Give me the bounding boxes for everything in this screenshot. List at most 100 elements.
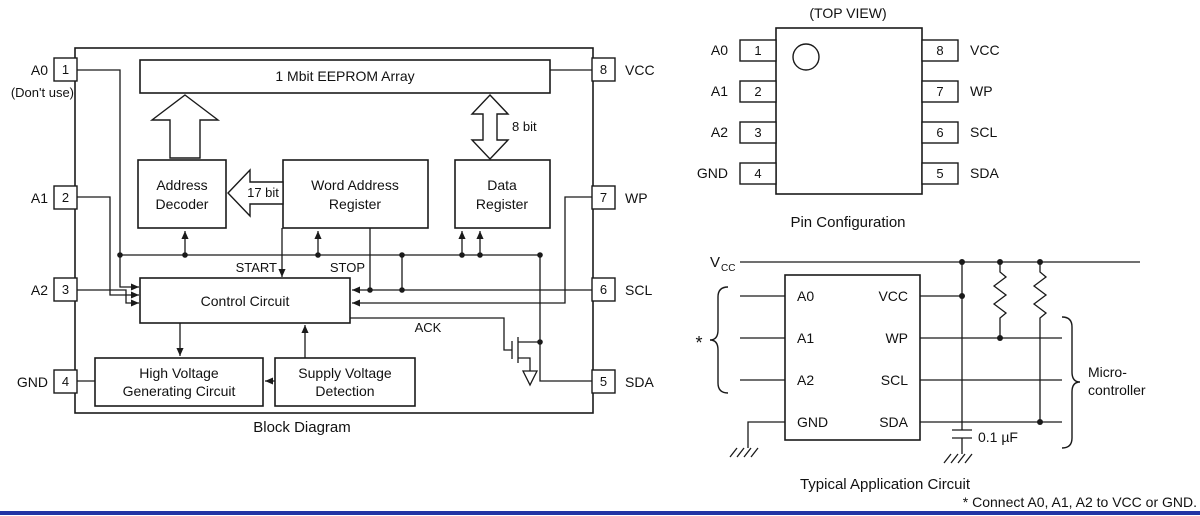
pin-label-scl: SCL	[970, 124, 997, 140]
pin-number: 3	[62, 282, 69, 297]
application-circuit-caption: Typical Application Circuit	[800, 476, 971, 493]
capacitor-value-label: 0.1 µF	[978, 429, 1018, 445]
chip-pin-a2: A2	[797, 372, 814, 388]
pin-label-scl: SCL	[625, 282, 652, 298]
microcontroller-brace	[1061, 316, 1081, 449]
chip-pin-wp: WP	[885, 330, 908, 346]
pin-number: 4	[62, 374, 69, 389]
block-diagram-wires	[77, 69, 592, 385]
top-view-label: (TOP VIEW)	[809, 5, 886, 21]
data-register-label: Register	[476, 196, 528, 212]
chip-pin-a1: A1	[797, 330, 814, 346]
pin-label-gnd: GND	[17, 374, 48, 390]
application-circuit-wires	[709, 261, 1140, 464]
microcontroller-label: Micro-	[1088, 364, 1127, 380]
control-circuit-label: Control Circuit	[201, 293, 290, 309]
bus-8bit-arrow	[470, 93, 510, 161]
microcontroller-label: controller	[1088, 382, 1146, 398]
address-pins-brace	[709, 286, 729, 394]
chip-outline-box	[74, 47, 594, 414]
pin-label-a0: A0	[711, 42, 728, 58]
address-decoder-label: Decoder	[156, 196, 209, 212]
high-voltage-label: Generating Circuit	[123, 383, 236, 399]
pin-number: 7	[936, 84, 943, 99]
pin-label-a0: A0	[31, 62, 48, 78]
pin-number: 8	[936, 43, 943, 58]
pin-label-a2: A2	[711, 124, 728, 140]
pin-number: 7	[600, 190, 607, 205]
junction-dots	[959, 259, 1043, 425]
bus-8bit-label: 8 bit	[512, 119, 537, 134]
chip-pin-sda: SDA	[879, 414, 908, 430]
stop-signal-label: STOP	[330, 260, 365, 275]
junction-dots	[117, 252, 543, 345]
pin-number: 1	[62, 62, 69, 77]
chip-pin-vcc: VCC	[878, 288, 908, 304]
pin-number: 2	[754, 84, 761, 99]
bus-17bit-label: 17 bit	[247, 185, 279, 200]
pin-label-gnd: GND	[697, 165, 728, 181]
pin-number: 6	[600, 282, 607, 297]
pin-label-a2: A2	[31, 282, 48, 298]
high-voltage-box	[94, 357, 264, 407]
pin-label-vcc: VCC	[625, 62, 655, 78]
pin-label-wp: WP	[970, 83, 993, 99]
pullup-resistor	[992, 262, 1008, 338]
pin-label-wp: WP	[625, 190, 648, 206]
vcc-rail-label-sub: CC	[721, 263, 735, 274]
block-diagram-caption: Block Diagram	[253, 419, 351, 436]
pin-number: 3	[754, 125, 761, 140]
pin1-indicator-icon	[792, 43, 820, 71]
ground-symbol-icon	[943, 453, 973, 464]
chip-pin-a0: A0	[797, 288, 814, 304]
pin-number: 5	[600, 374, 607, 389]
high-voltage-label: High Voltage	[139, 365, 219, 381]
word-address-register-box	[282, 159, 429, 229]
package-pin-stubs	[739, 39, 959, 185]
data-register-box	[454, 159, 551, 229]
data-register-label: Data	[487, 177, 517, 193]
chip-pin-gnd: GND	[797, 414, 828, 430]
pin-number: 1	[754, 43, 761, 58]
vcc-rail-label: V	[710, 254, 720, 271]
supply-voltage-box	[274, 357, 416, 407]
chip-pin-scl: SCL	[881, 372, 908, 388]
ack-signal-label: ACK	[415, 320, 442, 335]
open-ground-triangle-icon	[521, 370, 539, 387]
pin-label-sda: SDA	[970, 165, 999, 181]
footnote-text: * Connect A0, A1, A2 to VCC or GND.	[963, 494, 1197, 510]
pin-label-a1: A1	[711, 83, 728, 99]
application-circuit: V CC A0 A1 A2 GND VCC WP SCL S	[695, 254, 1197, 510]
asterisk-note-marker: *	[695, 333, 702, 353]
pin-configuration-caption: Pin Configuration	[790, 214, 905, 231]
pin-boxes	[53, 57, 616, 394]
eeprom-array-label: 1 Mbit EEPROM Array	[275, 68, 414, 84]
supply-voltage-label: Supply Voltage	[298, 365, 392, 381]
bus-17bit-arrow	[227, 168, 284, 218]
start-signal-label: START	[236, 260, 277, 275]
word-address-register-label: Word Address	[311, 177, 399, 193]
pin-label-sda: SDA	[625, 374, 654, 390]
control-circuit-box	[139, 277, 351, 324]
word-address-register-label: Register	[329, 196, 381, 212]
pin-number: 4	[754, 166, 761, 181]
ground-symbol-icon	[729, 447, 759, 458]
page-bottom-rule	[0, 511, 1200, 515]
address-decoder-label: Address	[156, 177, 207, 193]
block-diagram: 1 Mbit EEPROM Array Address Decoder Word…	[11, 47, 655, 436]
eeprom-array-box	[139, 59, 551, 94]
pin-number: 6	[936, 125, 943, 140]
pin-number: 5	[936, 166, 943, 181]
pin-number: 8	[600, 62, 607, 77]
pullup-resistor	[1032, 262, 1048, 422]
address-bus-up-arrow	[149, 94, 221, 159]
eeprom-chip-box	[784, 274, 921, 441]
pin-label-vcc: VCC	[970, 42, 1000, 58]
pin-a0-note: (Don't use)	[11, 85, 74, 100]
supply-voltage-label: Detection	[315, 383, 374, 399]
pin-number: 2	[62, 190, 69, 205]
pin-label-a1: A1	[31, 190, 48, 206]
address-decoder-box	[137, 159, 227, 229]
